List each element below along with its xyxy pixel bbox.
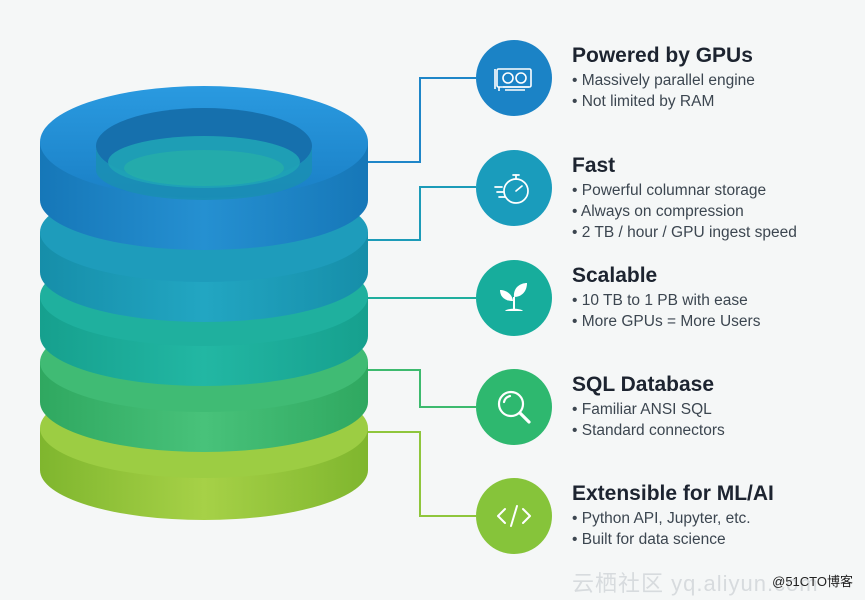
- feature-gpus: Powered by GPUs Massively parallel engin…: [476, 40, 856, 130]
- feature-title: SQL Database: [572, 373, 715, 396]
- feature-ml-badge: [476, 478, 552, 554]
- connector-line-ml: [362, 431, 476, 517]
- feature-bullet: Massively parallel engine: [572, 70, 755, 91]
- watermark-text: 云栖社区 yq.aliyun.com: [572, 571, 819, 596]
- feature-gpus-badge: [476, 40, 552, 116]
- sprout-icon: [500, 283, 527, 311]
- stopwatch-icon: [494, 174, 529, 204]
- code-brackets-icon: [497, 505, 531, 527]
- feature-bullets: Massively parallel engine Not limited by…: [572, 70, 755, 112]
- feature-title: Fast: [572, 154, 616, 177]
- feature-fast: Fast Powerful columnar storage Always on…: [476, 150, 856, 243]
- feature-bullet: Familiar ANSI SQL: [572, 399, 725, 420]
- feature-bullet: Python API, Jupyter, etc.: [572, 508, 751, 529]
- feature-bullets: Python API, Jupyter, etc. Built for data…: [572, 508, 751, 550]
- connector-line-fast: [362, 186, 476, 241]
- feature-bullets: Familiar ANSI SQL Standard connectors: [572, 399, 725, 441]
- credit-text: @51CTO博客: [772, 574, 853, 589]
- feature-fast-badge: [476, 150, 552, 226]
- feature-bullet: Always on compression: [572, 201, 797, 222]
- feature-title: Extensible for ML/AI: [572, 482, 774, 505]
- connector-line-gpus: [362, 77, 476, 163]
- feature-sql: SQL Database Familiar ANSI SQL Standard …: [476, 369, 856, 459]
- feature-scalable-badge: [476, 260, 552, 336]
- feature-title: Powered by GPUs: [572, 44, 753, 67]
- feature-bullet: Built for data science: [572, 529, 751, 550]
- feature-bullet: More GPUs = More Users: [572, 311, 761, 332]
- feature-bullet: Powerful columnar storage: [572, 180, 797, 201]
- feature-bullet: 2 TB / hour / GPU ingest speed: [572, 222, 797, 243]
- feature-bullet: 10 TB to 1 PB with ease: [572, 290, 760, 311]
- connector-lines: [362, 77, 476, 517]
- feature-bullet: Standard connectors: [572, 420, 725, 441]
- feature-bullets: 10 TB to 1 PB with ease More GPUs = More…: [572, 290, 761, 332]
- feature-ml: Extensible for ML/AI Python API, Jupyter…: [476, 478, 856, 568]
- gpu-card-icon: [494, 68, 532, 91]
- magnifier-icon: [497, 390, 531, 424]
- feature-scalable: Scalable 10 TB to 1 PB with ease More GP…: [476, 260, 856, 350]
- feature-bullets: Powerful columnar storage Always on comp…: [572, 180, 797, 243]
- feature-sql-badge: [476, 369, 552, 445]
- feature-title: Scalable: [572, 264, 658, 287]
- connector-line-sql: [362, 369, 476, 408]
- feature-bullet: Not limited by RAM: [572, 91, 755, 112]
- stack-layer-1: [40, 86, 368, 250]
